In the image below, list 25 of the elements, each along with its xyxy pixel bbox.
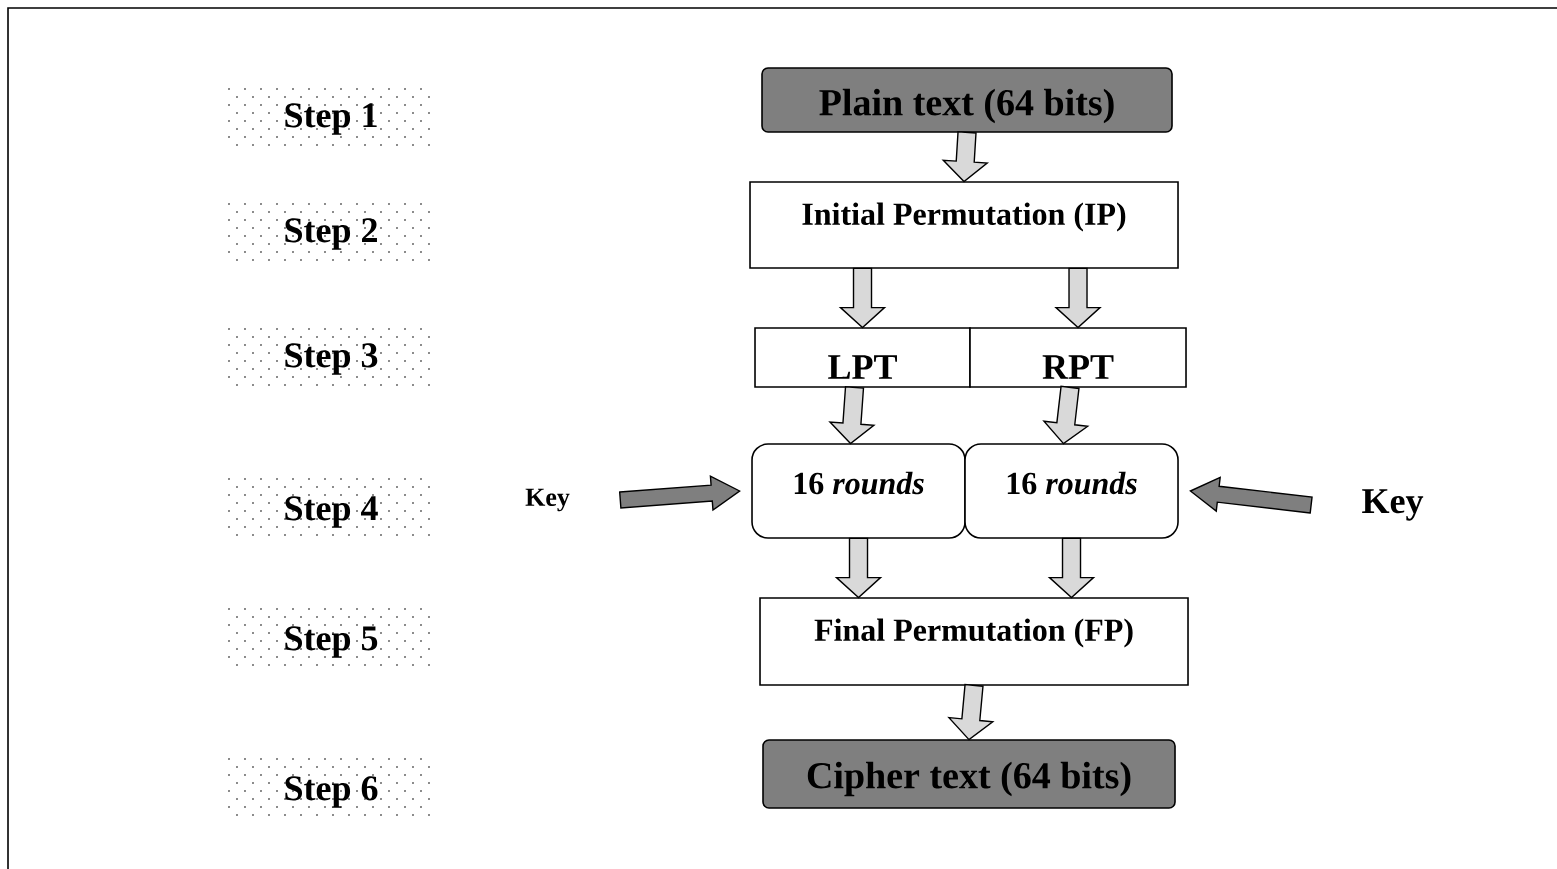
block-arrow	[947, 683, 995, 741]
process-box: Initial Permutation (IP)	[749, 181, 1179, 269]
step-label: Step 1	[228, 88, 430, 146]
key-label: Key	[525, 488, 570, 512]
step-label: Step 4	[228, 478, 430, 536]
step-label: Step 6	[228, 758, 430, 816]
block-arrow	[834, 537, 883, 599]
block-arrow	[1054, 267, 1102, 329]
step-label: Step 2	[228, 203, 430, 261]
block-arrow	[941, 131, 990, 183]
block-arrow	[1042, 385, 1090, 445]
process-box: Final Permutation (FP)	[759, 597, 1189, 686]
step-label: Step 5	[228, 608, 430, 666]
rounds-box: 16 rounds	[964, 443, 1179, 539]
terminal-box: Cipher text (64 bits)	[762, 739, 1176, 809]
block-arrow	[838, 267, 887, 329]
block-arrow	[1189, 476, 1313, 514]
process-box: RPT	[969, 327, 1187, 388]
key-label: Key	[1362, 489, 1424, 521]
process-box: LPT	[754, 327, 971, 388]
block-arrow	[828, 386, 876, 445]
step-label: Step 3	[228, 328, 430, 386]
block-arrow	[1047, 537, 1096, 599]
terminal-box: Plain text (64 bits)	[761, 67, 1173, 133]
rounds-box: 16 rounds	[751, 443, 966, 539]
